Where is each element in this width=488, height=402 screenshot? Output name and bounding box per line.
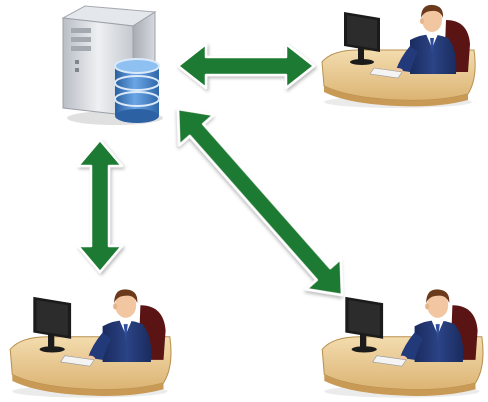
database-icon	[114, 58, 160, 123]
database-server-icon	[61, 5, 163, 125]
workstation-top-right	[321, 4, 476, 109]
arrow-server-to-top-right-workstation	[176, 42, 316, 90]
workstation-bottom-left	[9, 288, 172, 399]
user-at-computer-icon	[9, 288, 172, 399]
arrow-server-to-bottom-left-workstation	[76, 138, 124, 274]
workstation-bottom-right	[321, 288, 484, 399]
user-at-computer-icon	[321, 288, 484, 399]
arrow-server-to-bottom-right-workstation	[176, 107, 344, 297]
user-at-computer-icon	[321, 4, 476, 109]
